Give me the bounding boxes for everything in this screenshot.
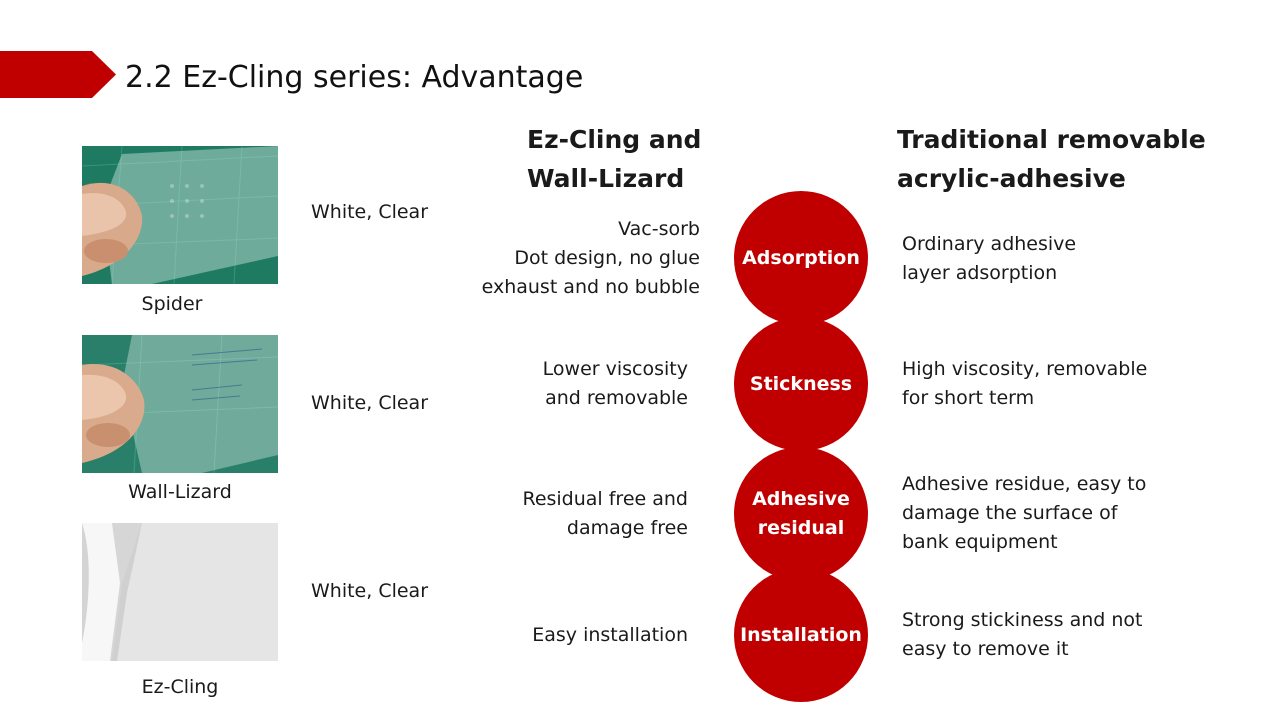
text-line: Ordinary adhesive [902, 233, 1077, 255]
product-colors-ez-cling: White, Clear [311, 580, 429, 602]
text-line: Adhesive residue, easy to [902, 473, 1147, 495]
circle-label: Installation [740, 623, 862, 646]
ez-cling-installation-text: Easy installation [532, 621, 688, 650]
product-colors-spider: White, Clear [311, 201, 429, 223]
traditional-stickness-text: High viscosity, removable for short term [902, 355, 1147, 413]
text-line: Residual free and [522, 488, 688, 510]
text-line: Strong stickiness and not [902, 609, 1143, 631]
text-line: damage the surface of [902, 502, 1118, 524]
traditional-residual-text: Adhesive residue, easy to damage the sur… [902, 470, 1146, 557]
product-colors-wall-lizard: White, Clear [311, 392, 429, 414]
product-caption-ez-cling: Ez-Cling [141, 676, 219, 698]
text-line: damage free [566, 517, 688, 539]
feature-circle-installation: Installation [734, 568, 868, 702]
spider-photo [82, 146, 278, 284]
text-line: High viscosity, removable [902, 358, 1148, 380]
wall-lizard-photo [82, 335, 278, 473]
text-line: layer adsorption [902, 262, 1058, 284]
ez-cling-residual-text: Residual free and damage free [522, 485, 688, 543]
text-line: Lower viscosity [542, 358, 688, 380]
title-accent-arrow [0, 51, 116, 98]
feature-circle-adhesive-residual: Adhesive residual [734, 447, 868, 581]
text-line: exhaust and no bubble [481, 276, 700, 298]
circle-label: Stickness [749, 372, 853, 395]
circle-label: Adsorption [742, 246, 860, 269]
ez-cling-stickness-text: Lower viscosity and removable [543, 355, 688, 413]
product-caption-wall-lizard: Wall-Lizard [128, 481, 232, 503]
heading-line: Ez-Cling and [527, 125, 702, 154]
text-line: Vac-sorb [618, 218, 700, 240]
ez-cling-adsorption-text: Vac-sorb Dot design, no glue exhaust and… [482, 215, 700, 302]
heading-line: acrylic-adhesive [897, 164, 1126, 193]
text-line: for short term [902, 387, 1035, 409]
text-line: Dot design, no glue [514, 247, 700, 269]
product-caption-spider: Spider [141, 293, 203, 315]
heading-line: Wall-Lizard [527, 164, 685, 193]
traditional-installation-text: Strong stickiness and not easy to remove… [902, 606, 1143, 664]
text-line: bank equipment [902, 531, 1058, 553]
text-line: and removable [545, 387, 688, 409]
feature-circle-adsorption: Adsorption [734, 191, 868, 325]
circle-label: Adhesive [752, 488, 850, 510]
ez-cling-photo [82, 523, 278, 661]
heading-line: Traditional removable [897, 125, 1206, 154]
slide-title: 2.2 Ez-Cling series: Advantage [125, 60, 584, 95]
traditional-adsorption-text: Ordinary adhesive layer adsorption [902, 230, 1076, 288]
heading-ez-cling-wall-lizard: Ez-Cling and Wall-Lizard [527, 120, 701, 198]
text-line: Easy installation [532, 624, 688, 646]
circle-label: residual [757, 517, 845, 539]
heading-traditional-adhesive: Traditional removable acrylic-adhesive [897, 120, 1206, 198]
feature-circle-stickness: Stickness [734, 317, 868, 451]
text-line: easy to remove it [902, 638, 1069, 660]
